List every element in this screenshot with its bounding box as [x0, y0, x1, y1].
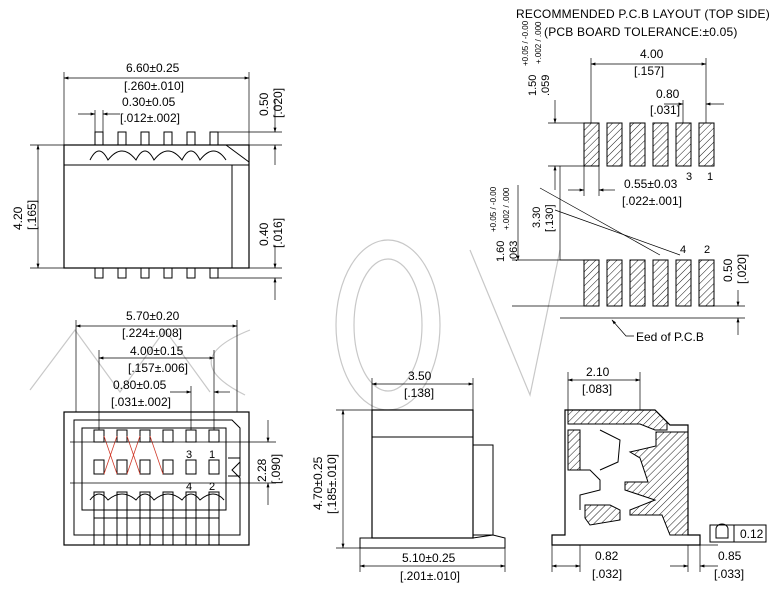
pcb-pad-len-tol-label: +0.05 / -0.00: [521, 20, 530, 66]
section-view: [551, 372, 767, 572]
bottom-pin-4-label: 4: [186, 481, 192, 493]
bottom-leads-lower: [89, 491, 225, 546]
side-height-inch-label: [.185±.010]: [325, 454, 339, 514]
side-height-label: 4.70±0.25: [311, 456, 325, 510]
top-pin-width-label: 0.30±0.05: [122, 95, 176, 109]
pcb-edge-label: Eed of P.C.B: [636, 330, 704, 344]
bottom-row-gap-inch-label: [.090]: [269, 454, 283, 484]
top-pin-bottom-inch-label: [.016]: [271, 218, 285, 248]
pcb-pad-len-label: 1.50: [527, 75, 539, 96]
top-height-inch-label: [.165]: [25, 200, 39, 230]
pcb-pin-4-label: 4: [680, 244, 686, 256]
pcb-pad-len-inch-label: .059: [540, 75, 552, 96]
bottom-pin-1-label: 1: [209, 449, 215, 461]
section-right-label: 0.85: [718, 549, 742, 563]
pcb-pad-width-inch-label: [.022±.001]: [622, 194, 682, 208]
top-height-label: 4.20: [11, 206, 25, 230]
top-width-label: 6.60±0.25: [126, 61, 180, 75]
pcb-layout: [512, 58, 745, 337]
pcb-pad-width-label: 0.55±0.03: [624, 177, 678, 191]
side-width-label: 3.50: [408, 369, 432, 383]
flatness-symbol-icon: [715, 523, 729, 539]
pcb-pad-len2-label: 1.60: [495, 241, 507, 262]
pcb-pitch-label: 0.80: [656, 87, 680, 101]
pcb-pitch-inch-label: [.031]: [650, 103, 680, 117]
side-base-inch-label: [.201±.010]: [400, 569, 460, 583]
pcb-gap-inch-label: [.130]: [544, 204, 556, 232]
bottom-pads-middle: [93, 459, 220, 475]
bottom-pin-2-label: 2: [209, 481, 215, 493]
top-pins-lower: [94, 267, 219, 279]
section-right-inch-label: [.033]: [714, 567, 744, 581]
bottom-row-gap-label: 2.28: [255, 458, 269, 482]
section-width-inch-label: [.083]: [582, 382, 612, 396]
side-width-inch-label: [.138]: [404, 386, 434, 400]
pcb-pin-2-label: 2: [704, 244, 710, 256]
side-view: [336, 378, 506, 572]
pcb-pad-len-inch-tol-label: +.002 / .000: [534, 21, 543, 64]
pcb-pad-len2-tol-label: +0.05 / -0.00: [489, 186, 498, 232]
layout-title-line2: (PCB BOARD TOLERANCE:±0.05): [544, 25, 738, 39]
layout-title-line1: RECOMMENDED P.C.B LAYOUT (TOP SIDE): [516, 7, 770, 21]
pcb-pad-len2-inch-label: .063: [508, 241, 520, 262]
bottom-span-inch-label: [.157±.006]: [128, 361, 188, 375]
top-width-inch-label: [.260±.010]: [124, 79, 184, 93]
top-pin-bottom-label: 0.40: [257, 222, 271, 246]
pcb-pads-upper: [583, 122, 715, 167]
section-left-label: 0.82: [595, 549, 619, 563]
pcb-pad-len2-inch-tol-label: +.002 / .000: [502, 187, 511, 230]
top-pin-width-inch-label: [.012±.002]: [120, 111, 180, 125]
bottom-view: [63, 320, 276, 546]
top-pin-top-label: 0.50: [257, 92, 271, 116]
bottom-pitch-inch-label: [.031±.002]: [111, 395, 171, 409]
section-left-inch-label: [.032]: [592, 567, 622, 581]
top-pin-top-inch-label: [.020]: [271, 88, 285, 118]
top-pins-upper: [89, 131, 227, 161]
pcb-span-label: 4.00: [640, 47, 664, 61]
flatness-value-label: 0.12: [740, 527, 764, 541]
pcb-edge-dist-inch-label: [.020]: [735, 254, 749, 284]
bottom-width-label: 5.70±0.20: [126, 309, 180, 323]
pcb-pin-1-label: 1: [707, 171, 713, 183]
bottom-span-label: 4.00±0.15: [130, 344, 184, 358]
top-view: [30, 72, 282, 300]
pcb-span-inch-label: [.157]: [634, 64, 664, 78]
section-width-label: 2.10: [586, 365, 610, 379]
bottom-width-inch-label: [.224±.008]: [122, 326, 182, 340]
bottom-pin-3-label: 3: [186, 449, 192, 461]
pcb-pads-lower: [583, 259, 715, 307]
pcb-gap-label: 3.30: [531, 207, 543, 228]
pcb-pin-3-label: 3: [686, 171, 692, 183]
side-base-label: 5.10±0.25: [402, 551, 456, 565]
pcb-edge-dist-label: 0.50: [721, 258, 735, 282]
bottom-pitch-label: 0.80±0.05: [113, 378, 167, 392]
